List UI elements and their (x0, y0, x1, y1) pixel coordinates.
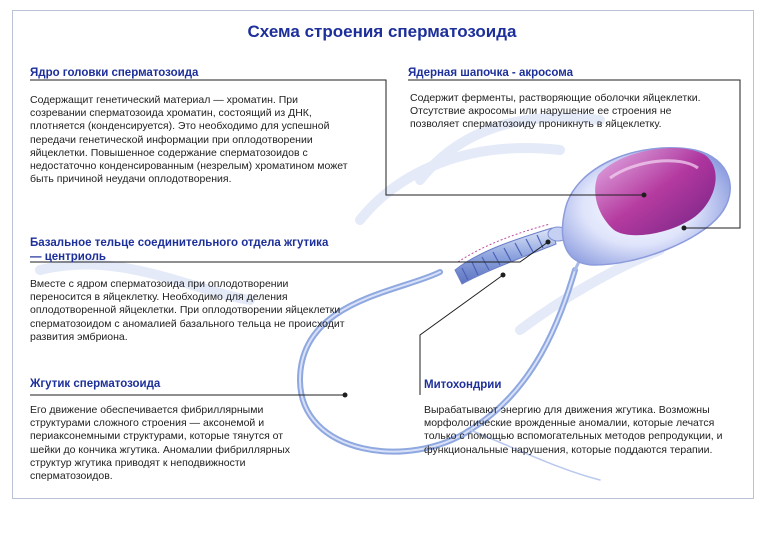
diagram-title: Схема строения сперматозоида (247, 22, 517, 41)
heading-acrosome: Ядерная шапочка - акросома (408, 67, 574, 79)
text-flagellum: Его движение обеспечивается фибриллярным… (30, 404, 291, 483)
heading-nucleus: Ядро головки сперматозоида (30, 67, 199, 79)
text-centriole: Вместе с ядром сперматозоида при оплодот… (30, 278, 345, 343)
leader-lines (30, 79, 741, 396)
background-swirl (35, 112, 665, 335)
heading-centriole: Базальное тельце соединительного отдела … (30, 237, 329, 263)
text-acrosome: Содержит ферменты, растворяющие оболочки… (410, 92, 701, 131)
sperm-head (561, 147, 731, 266)
leader-dots (342, 192, 687, 398)
heading-mitochondria: Митохондрии (424, 379, 502, 391)
text-nucleus: Содержащит генетический материал — хрома… (30, 94, 348, 186)
heading-flagellum: Жгутик сперматозоида (30, 378, 161, 390)
midpiece-mitochondria (454, 223, 557, 285)
text-mitochondria: Вырабатывают энергию для движения жгутик… (424, 404, 723, 456)
